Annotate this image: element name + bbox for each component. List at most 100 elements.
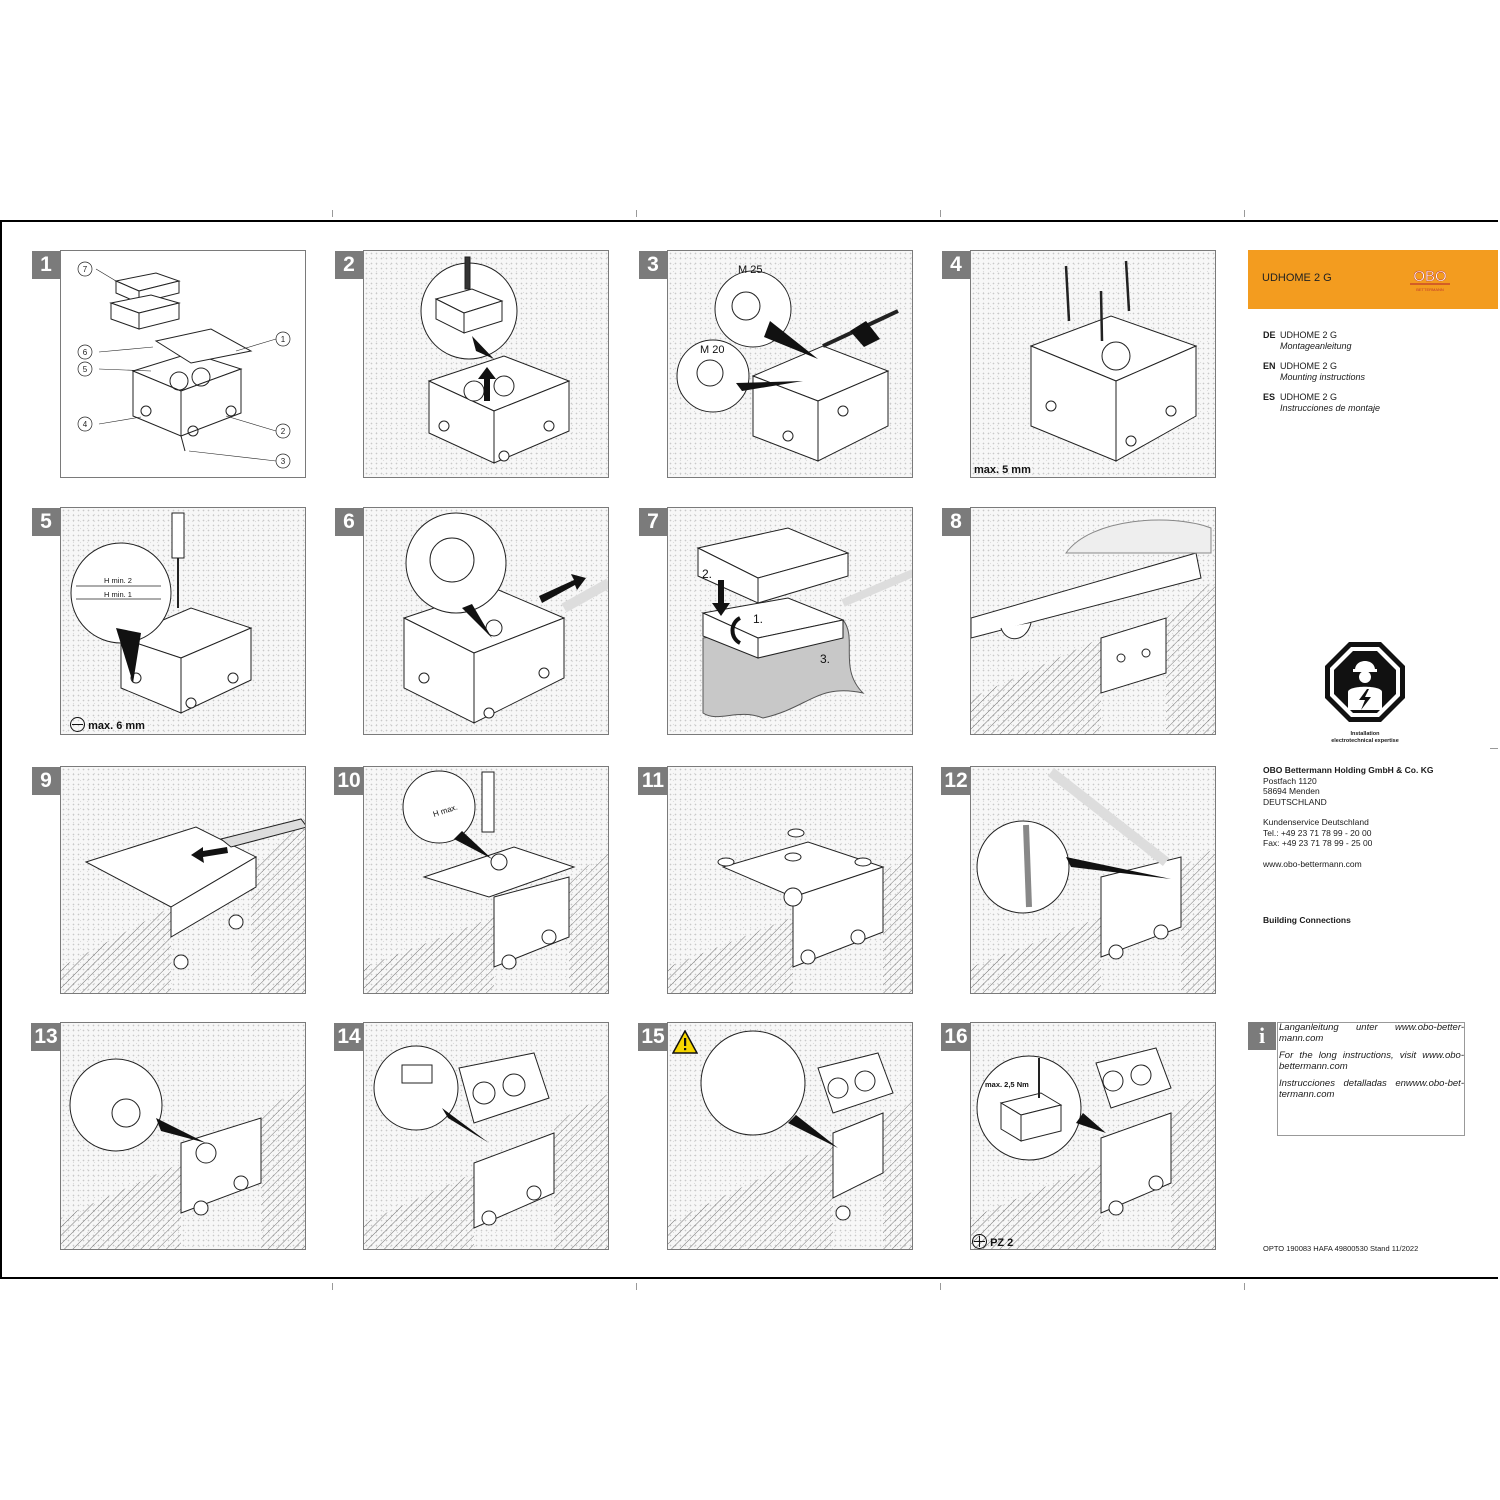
slot-screw-icon [70,717,85,732]
step-number: 8 [942,508,970,536]
step-panel-10: H max. [363,766,609,994]
language-code: EN [1263,361,1276,371]
callout-6: 6 [83,348,88,357]
language-desc: Instrucciones de montaje [1280,403,1381,413]
svg-text:BETTERMANN: BETTERMANN [1416,287,1444,292]
step-panel-15 [667,1022,913,1250]
step-number: 7 [639,508,667,536]
brand-header: UDHOME 2 G OBO BETTERMANN [1248,250,1498,309]
step-panel-5: H min. 2 H min. 1 [60,507,306,735]
step-number: 14 [334,1023,364,1051]
step-number: 10 [334,767,364,795]
language-desc: Montageanleitung [1280,341,1352,351]
language-desc: Mounting instructions [1280,372,1366,382]
fold-mark [940,1283,941,1290]
fold-mark [636,1283,637,1290]
tagline: Building Connections [1263,915,1351,925]
step-panel-11 [667,766,913,994]
product-title: UDHOME 2 G [1262,272,1332,284]
info-es[interactable]: Instrucciones detalladas enwww.obo-bet-t… [1279,1078,1464,1100]
step-1-label: 1. [753,612,763,626]
max-screw-text: max. 6 mm [88,720,145,732]
info-text: Langanleitung unter www.obo-better-mann.… [1279,1022,1464,1106]
step-number: 5 [32,508,60,536]
electrician-icon [1325,642,1405,722]
company-name: OBO Bettermann Holding GmbH & Co. KG [1263,765,1434,775]
info-box [1277,1022,1465,1136]
step-panel-4 [970,250,1216,478]
phillips-screw-icon [972,1234,987,1249]
h-min-2-label: H min. 2 [104,576,132,585]
country: DEUTSCHLAND [1263,796,1327,807]
step-panel-13 [60,1022,306,1250]
fold-mark [332,210,333,217]
fold-mark [940,210,941,217]
postbox: Postfach 1120 [1263,775,1317,786]
step-number: 13 [31,1023,61,1051]
language-code: DE [1263,330,1276,340]
step-panel-16: max. 2,5 Nm [970,1022,1216,1250]
step-number: 6 [335,508,363,536]
step-panel-8 [970,507,1216,735]
callout-3: 3 [281,457,286,466]
step-number: 12 [941,767,971,795]
step-2-label: 2. [702,567,712,581]
website-link[interactable]: www.obo-bettermann.com [1263,858,1362,869]
torque-label: max. 2,5 Nm [985,1080,1029,1089]
max-screw-note: max. 6 mm [70,717,145,732]
callout-7: 7 [83,265,88,274]
step-number: 4 [942,251,970,279]
language-product: UDHOME 2 G [1280,330,1338,340]
fold-mark [1244,1283,1245,1290]
fold-mark [636,210,637,217]
step-panel-3: M 25 M 20 [667,250,913,478]
step-number: 3 [639,251,667,279]
company-address: OBO Bettermann Holding GmbH & Co. KG Pos… [1263,765,1433,869]
expert-line-2: electrotechnical expertise [1331,738,1399,744]
step-number: 15 [638,1023,668,1051]
step-panel-6 [363,507,609,735]
step-panel-9 [60,766,306,994]
language-code: ES [1263,392,1276,402]
document-code: OPTO 190083 HAFA 49800530 Stand 11/2022 [1263,1244,1419,1253]
electrician-required-sign: Installation electrotechnical expertise [1323,640,1407,745]
m25-label: M 25 [738,264,762,276]
fax: Fax: +49 23 71 78 99 - 25 00 [1263,838,1373,848]
step-number: 9 [32,767,60,795]
callout-4: 4 [83,420,88,429]
language-product: UDHOME 2 G [1280,392,1338,402]
expert-line-1: Installation [1350,731,1380,737]
screwdriver-note: PZ 2 [972,1234,1013,1249]
fold-mark [1244,210,1245,217]
screwdriver-text: PZ 2 [990,1237,1014,1249]
service-title: Kundenservice Deutschland [1263,817,1369,827]
city: 58694 Menden [1263,786,1320,796]
info-en[interactable]: For the long instructions, visit www.obo… [1279,1050,1464,1072]
step-number: 16 [941,1023,971,1051]
m20-label: M 20 [700,344,724,356]
step-panel-1: 7 6 5 4 1 2 3 [60,250,306,478]
step-3-label: 3. [820,652,830,666]
warning-icon [671,1029,699,1059]
step-panel-12 [970,766,1216,994]
h-min-1-label: H min. 1 [104,590,132,599]
phone: Tel.: +49 23 71 78 99 - 20 00 [1263,827,1372,838]
fold-mark [332,1283,333,1290]
info-de[interactable]: Langanleitung unter www.obo-better-mann.… [1279,1022,1464,1044]
callout-1: 1 [281,335,286,344]
max-gap-note: max. 5 mm [974,464,1031,476]
info-icon: i [1248,1022,1276,1050]
step-number: 1 [32,251,60,279]
step-panel-14 [363,1022,609,1250]
language-product: UDHOME 2 G [1280,361,1338,371]
callout-5: 5 [83,365,88,374]
step-panel-2 [363,250,609,478]
obo-logo: OBO BETTERMANN [1410,268,1450,292]
step-panel-7: 2. 1. 3. [667,507,913,735]
svg-text:OBO: OBO [1413,268,1446,285]
fold-mark [1490,748,1498,749]
